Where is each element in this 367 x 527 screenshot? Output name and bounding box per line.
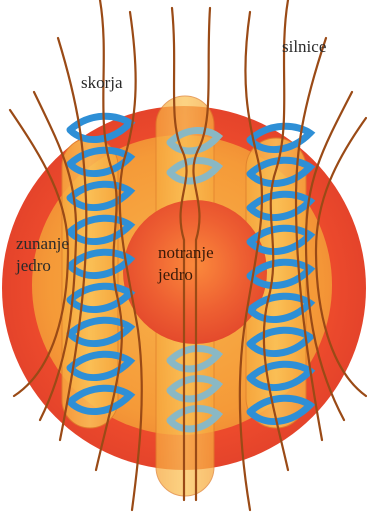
outer-core-label-line1: zunanje	[16, 234, 69, 254]
inner-core-label-line2: jedro	[158, 265, 193, 285]
outer-core-label-line2: jedro	[16, 256, 51, 276]
crust-label: skorja	[81, 73, 123, 93]
field-lines-label: silnice	[282, 37, 326, 57]
inner-core-label-line1: notranje	[158, 243, 214, 263]
